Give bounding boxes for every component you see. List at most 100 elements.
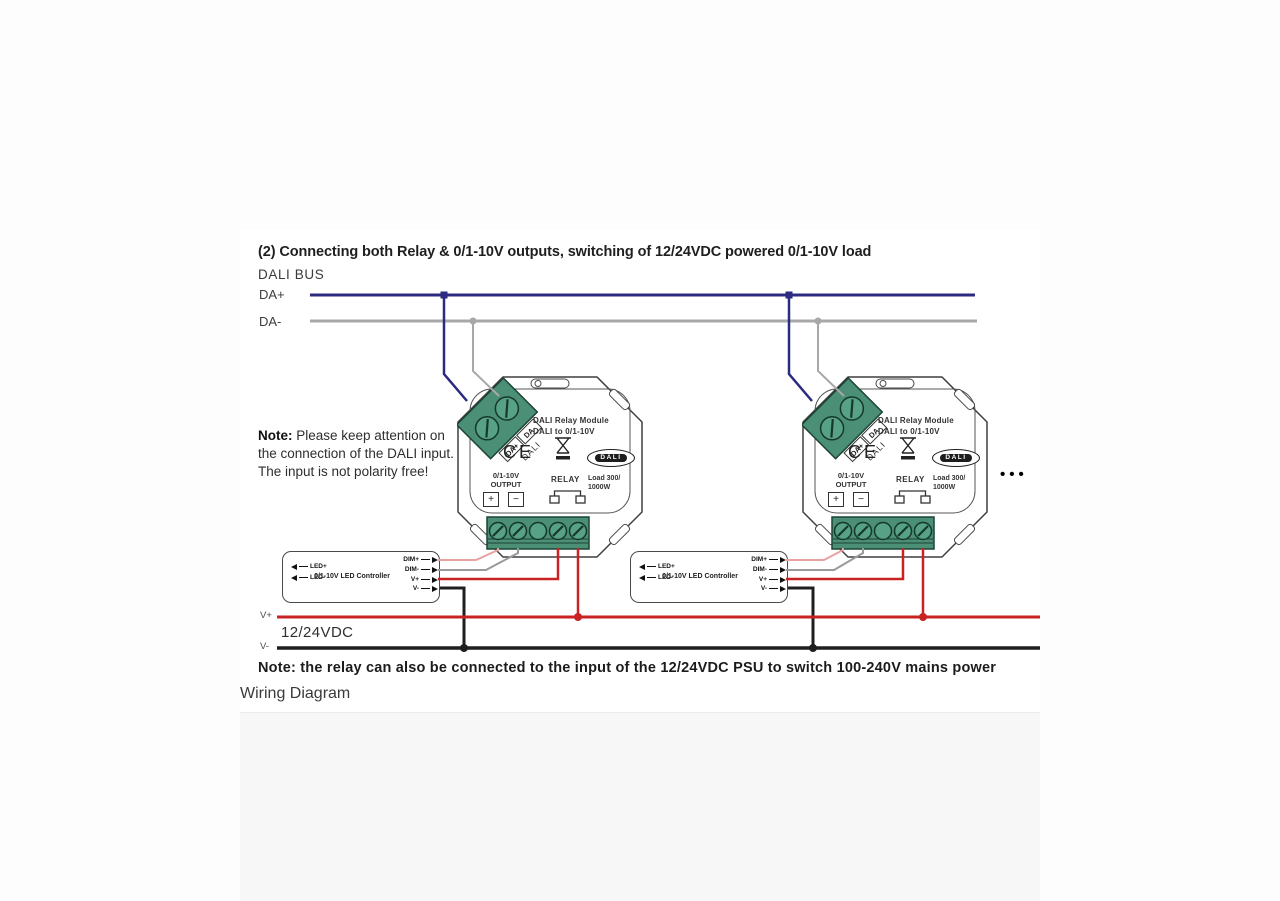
relay-label: RELAY [551,475,580,484]
dim-minus-pin: DIM- [753,566,786,573]
load-rating-line2: 1000W [588,484,611,491]
v-plus-pin: V+ [411,576,438,583]
v-minus-label: V- [412,585,419,592]
dali-logo-text: DALI [595,453,627,463]
output-label-line2: OUTPUT [490,480,522,489]
polarity-note: Note: Please keep attention on the conne… [258,427,464,481]
relay-note: Note: the relay can also be connected to… [258,660,997,676]
load-rating-line1: Load 300/ [588,475,621,482]
ce-mark: CE [503,442,535,462]
arrow-right-icon [432,556,438,563]
vplus-bus-label: V+ [260,610,272,621]
relay-label: RELAY [896,475,925,484]
da-plus-bus-label: DA+ [259,287,285,302]
output-terminal-block [486,516,590,550]
output-minus-box: − [853,492,869,507]
dim-plus-label: DIM+ [403,556,419,563]
relay-symbol-icon [549,490,586,504]
dim-plus-pin: DIM+ [403,556,438,563]
arrow-left-icon [639,563,645,570]
page-background-strip [240,712,1040,901]
pin-lead [769,558,778,561]
dali-bus-label: DALI BUS [258,267,325,282]
output-terminal-block [831,516,935,550]
arrow-right-icon [780,566,786,573]
module-name-line2: DALI to 0/1-10V [533,427,595,436]
module-name: DALI Relay Module DALI to 0/1-10V [878,415,954,437]
weee-icon [555,437,571,460]
v-minus-pin: V- [761,585,786,592]
arrow-right-icon [780,576,786,583]
pin-lead [299,565,308,568]
led-controller-1: LED+ LED- 0/1-10V LED Controller DIM+ DI… [282,551,440,603]
arrow-right-icon [780,585,786,592]
v-minus-pin: V- [413,585,438,592]
weee-icon [900,437,916,460]
v-plus-pin: V+ [759,576,786,583]
module-name-line1: DALI Relay Module [878,416,954,425]
module-body: DA+ DA- DALI [802,376,988,558]
output-label-line2: OUTPUT [835,480,867,489]
pin-lead [421,587,430,590]
dali-relay-module-2: DA+ DA- DALI DALI Relay Module DALI to 0… [802,376,988,558]
module-top-hole [879,380,887,387]
relay-symbol-icon [894,490,931,504]
polarity-note-label: Note: [258,428,293,443]
supply-voltage-label: 12/24VDC [281,624,354,641]
load-rating: Load 300/ 1000W [588,474,620,492]
load-rating: Load 300/ 1000W [933,474,965,492]
page-caption: Wiring Diagram [240,685,351,702]
vminus-bus-label: V- [260,641,269,652]
module-body: DA+ DA- DALI [457,376,643,558]
module-name: DALI Relay Module DALI to 0/1-10V [533,415,609,437]
arrow-right-icon [780,556,786,563]
arrow-right-icon [432,566,438,573]
output-plus-box: + [828,492,844,507]
output-label-line1: 0/1-10V [492,471,520,480]
output-label-line1: 0/1-10V [837,471,865,480]
v-plus-label: V+ [758,576,767,583]
dim-plus-pin: DIM+ [751,556,786,563]
dim-minus-label: DIM- [752,566,767,573]
pin-lead [421,558,430,561]
dali-relay-module-1: DA+ DA- DALI DALI Relay Module DALI to 0… [457,376,643,558]
dali-logo: DALI [587,449,635,467]
arrow-left-icon [291,563,297,570]
corner-slots [814,388,976,546]
pin-lead [769,587,778,590]
ce-mark: CE [848,442,880,462]
module-inner-outline [814,388,976,514]
v-minus-label: V- [760,585,767,592]
pin-lead [421,578,430,581]
arrow-left-icon [639,574,645,581]
da-minus-bus-label: DA- [259,314,282,329]
pin-lead [769,578,778,581]
dali-logo: DALI [932,449,980,467]
arrow-right-icon [432,585,438,592]
dim-minus-pin: DIM- [405,566,438,573]
v-plus-label: V+ [410,576,419,583]
led-minus-label: LED- [310,574,326,581]
led-plus-label: LED+ [310,563,327,570]
load-rating-line2: 1000W [933,484,956,491]
output-plus-box: + [483,492,499,507]
arrow-right-icon [432,576,438,583]
polarity-note-text: Please keep attention on the connection … [258,428,454,479]
pin-lead [769,568,778,571]
pin-lead [299,576,308,579]
arrow-left-icon [291,574,297,581]
output-minus-box: − [508,492,524,507]
diagram-heading: (2) Connecting both Relay & 0/1-10V outp… [258,244,872,260]
pin-lead [647,565,656,568]
dali-logo-text: DALI [940,453,972,463]
controller-name: 0/1-10V LED Controller [662,573,738,580]
pin-lead [647,576,656,579]
module-name-line2: DALI to 0/1-10V [878,427,940,436]
led-controller-2: LED+ LED- 0/1-10V LED Controller DIM+ DI… [630,551,788,603]
dim-minus-label: DIM- [404,566,419,573]
dim-plus-label: DIM+ [751,556,767,563]
led-minus-pin: LED- [291,574,325,581]
module-name-line1: DALI Relay Module [533,416,609,425]
more-modules-ellipsis: ••• [1000,466,1028,483]
controller-name: 0/1-10V LED Controller [314,573,390,580]
